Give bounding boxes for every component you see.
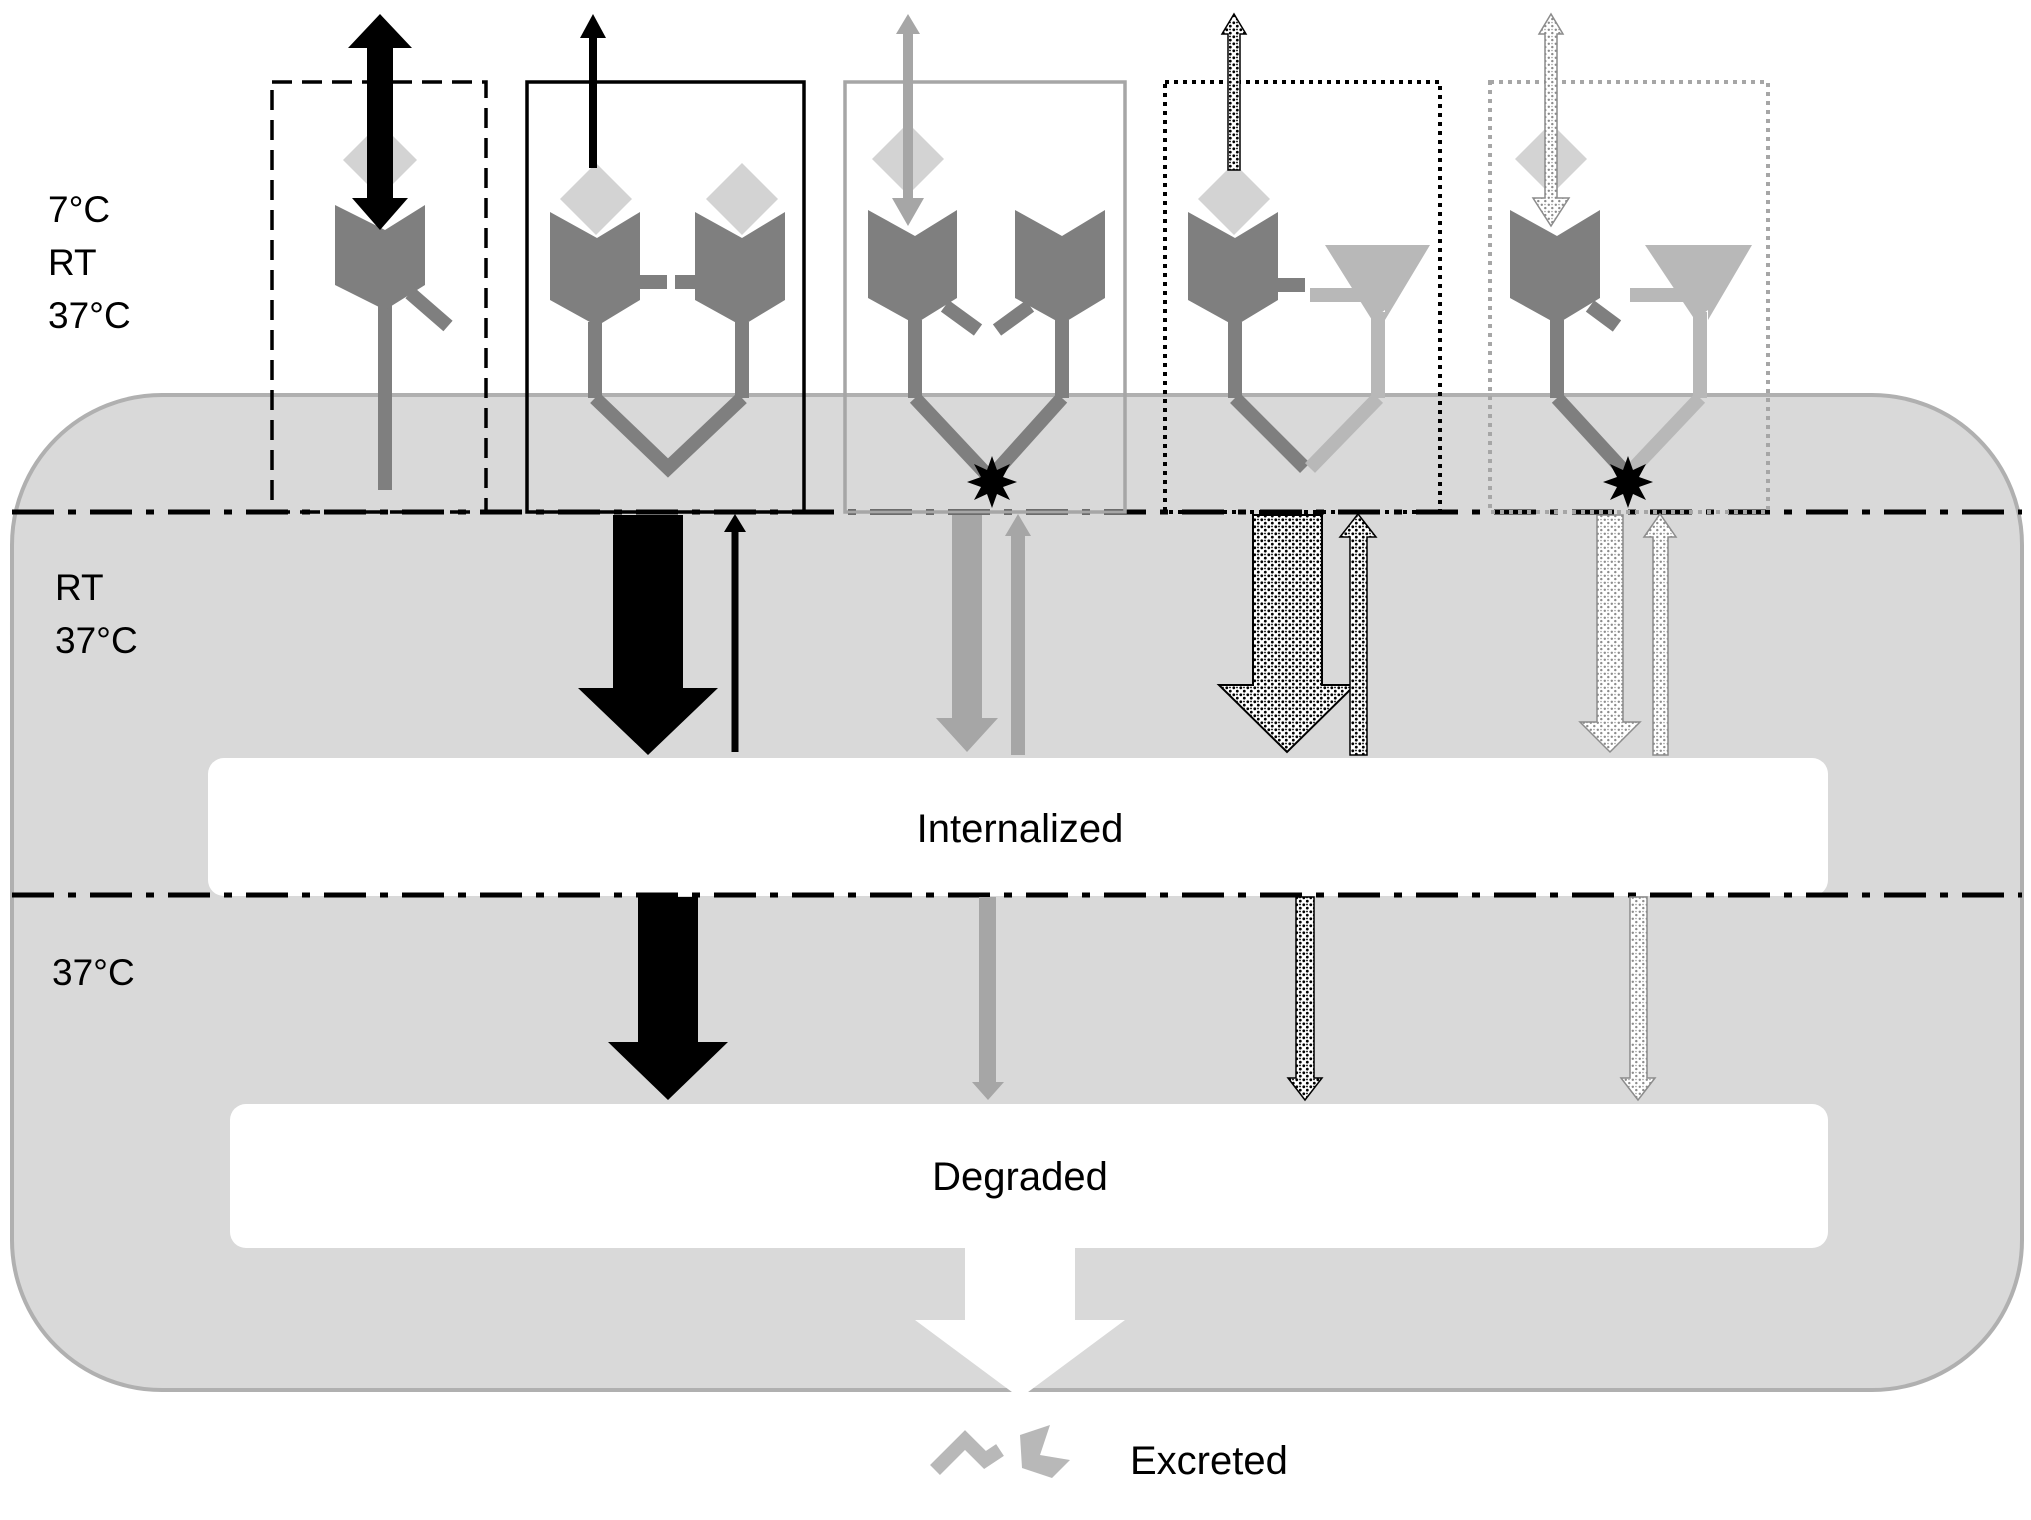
construct-4 xyxy=(1163,12,1442,514)
dissociation-arrow xyxy=(1220,12,1248,171)
internalization-temp-2: 37°C xyxy=(55,620,138,661)
construct-3-box xyxy=(843,80,1127,514)
fragment-icon xyxy=(930,1430,1004,1475)
recycling-arrow-5 xyxy=(1642,512,1678,756)
surface-temp-1: 7°C xyxy=(48,189,110,230)
alt-receptor-head xyxy=(1645,245,1752,320)
receptor-head xyxy=(1510,210,1600,324)
dissociation-arrow-head xyxy=(580,14,606,38)
degraded-box xyxy=(230,1104,1828,1248)
construct-5 xyxy=(1488,12,1770,514)
construct-3 xyxy=(843,14,1127,514)
receptor-head xyxy=(1015,210,1105,324)
construct-4-box xyxy=(1163,80,1442,514)
crosslink-core xyxy=(1616,470,1640,494)
receptor-anchor xyxy=(1230,393,1310,473)
internalization-arrow-4 xyxy=(1216,514,1358,754)
degradation-temp: 37°C xyxy=(52,952,135,993)
crosslink-core xyxy=(980,470,1004,494)
binding-arrow xyxy=(1531,12,1571,228)
surface-temp-2: RT xyxy=(48,242,97,283)
ligand xyxy=(560,163,632,235)
internalization-temp-1: RT xyxy=(55,567,104,608)
ligand xyxy=(706,163,778,235)
receptor-arm xyxy=(992,300,1035,336)
receptor-arm xyxy=(1585,300,1622,332)
construct-1 xyxy=(270,14,488,514)
receptor-anchor xyxy=(590,392,747,478)
degradation-arrow-5 xyxy=(1619,896,1657,1102)
receptor-head xyxy=(335,205,425,310)
internalized-label: Internalized xyxy=(917,807,1124,851)
degradation-arrow-2 xyxy=(608,897,728,1100)
construct-5-box xyxy=(1488,80,1770,514)
recycling-arrow-3-head xyxy=(1005,514,1031,536)
recycling-arrow-4-body xyxy=(1338,512,1378,756)
internalization-arrow-2 xyxy=(578,515,718,755)
surface-temp-3: 37°C xyxy=(48,295,131,336)
fragment-icon xyxy=(1020,1425,1070,1478)
receptor-head xyxy=(695,212,785,326)
receptor-arm xyxy=(940,300,983,336)
binding-arrow xyxy=(892,14,924,226)
degradation-arrow-4 xyxy=(1286,896,1324,1102)
degraded-label: Degraded xyxy=(932,1155,1108,1199)
degradation-arrow-3 xyxy=(972,897,1004,1100)
excretion-arrow xyxy=(915,1246,1125,1398)
receptor-arm xyxy=(405,287,453,332)
ligand xyxy=(1198,163,1270,235)
receptor-anchor xyxy=(1551,393,1631,477)
receptor-anchor xyxy=(1624,393,1706,477)
internalization-arrow-5 xyxy=(1578,514,1642,754)
recycling-arrow-2-head xyxy=(724,514,746,532)
construct-2-box xyxy=(525,80,806,514)
receptor-anchor xyxy=(1304,393,1384,473)
receptor-head xyxy=(550,212,640,326)
internalization-arrow-3 xyxy=(936,515,998,752)
binding-arrow xyxy=(348,14,412,230)
receptor-head xyxy=(1188,212,1278,326)
receptor-head xyxy=(868,210,957,324)
alt-receptor-head xyxy=(1325,245,1430,320)
internalized-box xyxy=(208,758,1828,896)
excreted-label: Excreted xyxy=(1130,1439,1288,1483)
construct-2 xyxy=(525,14,806,514)
